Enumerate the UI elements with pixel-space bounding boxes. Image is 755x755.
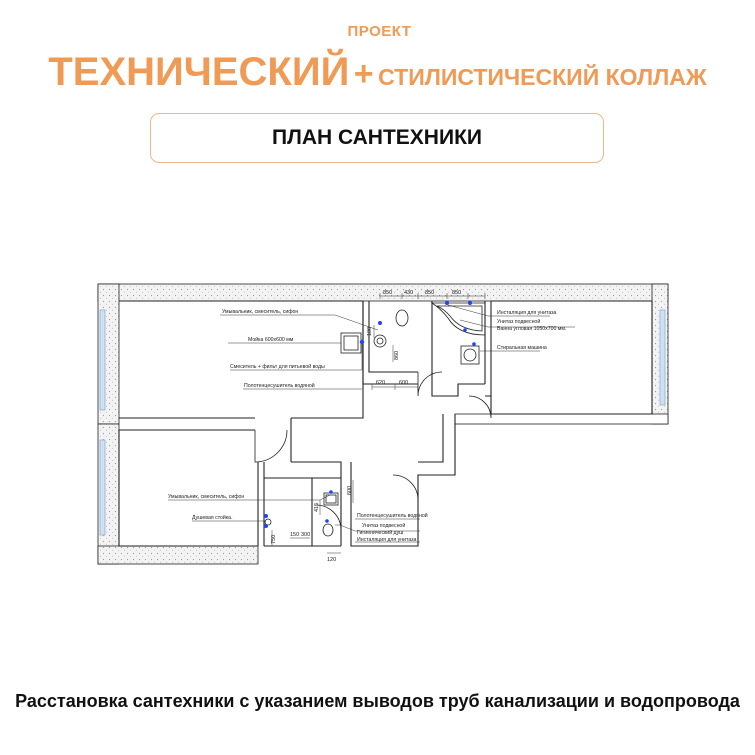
dim-415: 415	[314, 503, 320, 512]
fixture-labels: Умывальник, смеситель, сифон Мойка 600х6…	[168, 309, 566, 543]
label-bath: Ванна угловая 1050х700 мм.	[497, 326, 566, 332]
label-shower: Душевая стойка.	[192, 514, 233, 521]
outlet-bath-3	[463, 328, 467, 332]
label-toilet-install-1: Инсталяция для унитаза	[497, 310, 557, 316]
label-towel-heater-2: Полотенцесушитель водяной	[357, 512, 428, 519]
page-headline: ТЕХНИЧЕСКИЙ + СТИЛИСТИЧЕСКИЙ КОЛЛАЖ	[0, 50, 755, 95]
plan-caption: Расстановка сантехники с указанием вывод…	[15, 691, 740, 711]
room-upper-left-walls	[119, 300, 364, 419]
label-toilet-install-2: Инсталяция для унитаза	[357, 537, 417, 543]
door-bathroom-2	[315, 504, 342, 531]
window-left-upper	[99, 309, 106, 411]
label-sink-size: Мойка 600х600 мм	[248, 336, 294, 343]
dim-850a: 850	[383, 290, 392, 296]
label-toilet-hung-1: Унитаз подвесной	[497, 318, 540, 325]
dim-620: 620	[376, 380, 385, 386]
window-left-lower	[99, 439, 106, 536]
room-lower-left-walls	[118, 430, 258, 547]
headline-main: ТЕХНИЧЕСКИЙ	[48, 50, 350, 94]
washing-machine	[460, 345, 480, 365]
outlet-toilet-2	[325, 519, 329, 523]
interior-walls	[118, 300, 653, 547]
window-right	[659, 309, 666, 406]
doors	[254, 371, 492, 531]
label-washer: Стиральная машина	[497, 345, 547, 351]
toilet-1	[395, 309, 409, 327]
headline-secondary: СТИЛИСТИЧЕСКИЙ КОЛЛАЖ	[378, 64, 707, 90]
dim-850b: 850	[425, 290, 434, 296]
toilet-2	[322, 523, 334, 537]
project-kicker: ПРОЕКТ	[347, 23, 412, 40]
label-filter-mixer: Смеситель + фильт для питьевой воды	[230, 363, 325, 370]
kitchen-niche	[368, 301, 418, 373]
label-kitchen-mixer: Умывальник, смеситель, сифон	[222, 309, 298, 315]
room-right-walls	[490, 300, 653, 415]
outlet-washbasin	[377, 320, 382, 325]
walls	[97, 283, 669, 565]
shower-head	[264, 518, 272, 526]
dim-850c: 850	[452, 290, 461, 296]
outlet-shower-2	[263, 524, 268, 529]
door-corridor	[392, 474, 419, 501]
leader-lines	[168, 304, 575, 543]
dim-860: 860	[394, 351, 400, 360]
dim-600a: 600	[399, 380, 408, 386]
outlet-washer	[472, 342, 476, 346]
outlet-bath-1	[444, 300, 449, 305]
dim-600b: 600	[347, 486, 353, 495]
dim-750: 750	[271, 535, 277, 544]
dim-430: 430	[404, 290, 413, 296]
dimension-lines	[271, 293, 486, 554]
fixtures	[264, 302, 486, 537]
kitchen-washbasin	[373, 334, 387, 348]
outlet-washbasin-2	[329, 490, 333, 494]
door-bathroom-1	[417, 371, 443, 397]
label-hygienic-shower: Гигиенический душ	[357, 529, 403, 536]
label-washbasin-2: Умывальник, смеситель, сифон	[168, 494, 244, 500]
outlet-shower-1	[263, 514, 268, 519]
door-room-lower	[254, 429, 288, 463]
corner-bath	[430, 302, 486, 336]
label-towel-heater-1: Полотенцесушитель водяной	[244, 382, 315, 389]
headline-plus: +	[353, 55, 374, 93]
plan-title-box: ПЛАН САНТЕХНИКИ	[150, 113, 604, 163]
door-room-right	[468, 395, 492, 419]
dim-150: 150	[290, 532, 299, 538]
wall-bottom-left	[97, 545, 259, 565]
outlet-bath-2	[467, 300, 472, 305]
outlet-kitchen	[359, 339, 365, 345]
dim-300: 300	[301, 532, 310, 538]
label-toilet-hung-2: Унитаз подвесной	[362, 522, 405, 529]
wall-bottom-right	[454, 413, 669, 425]
dimension-texts: 850 430 850 850 100 860 620 600 600 415 …	[271, 290, 461, 563]
pipe-outlets	[263, 300, 476, 529]
dim-120: 120	[327, 557, 336, 563]
dim-100: 100	[367, 327, 373, 336]
bathroom-1-walls	[431, 301, 485, 397]
plan-title: ПЛАН САНТЕХНИКИ	[272, 126, 482, 149]
windows	[99, 309, 666, 536]
